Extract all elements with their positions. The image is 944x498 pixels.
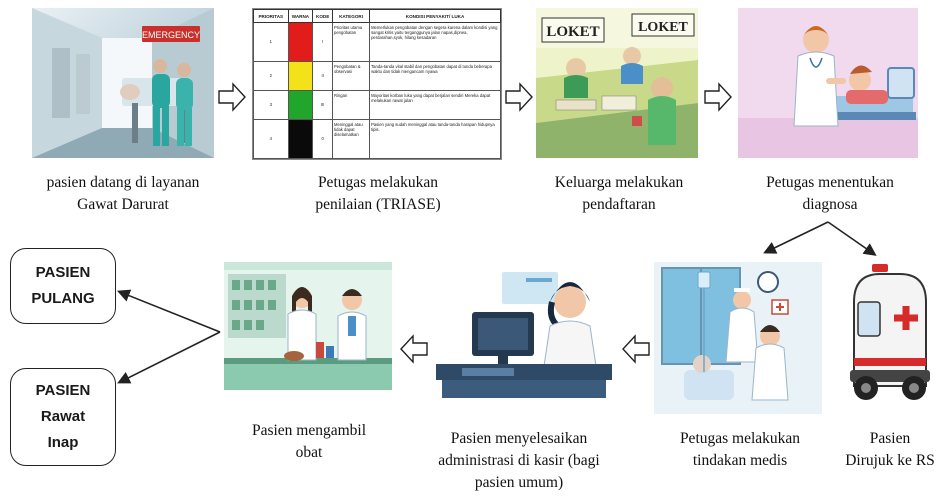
triage-table: PRIORITAS WARNA KODE KATEGORI KONDISI PE…: [253, 9, 501, 159]
triage-row: 4 0 Meninggal atau tidak dapat diselamat…: [253, 118, 501, 159]
triage-cell-prioritas: 2: [253, 61, 289, 91]
triage-cell-kode: I: [312, 21, 334, 63]
step4-caption-line2: diagnosa: [802, 196, 858, 213]
triage-row: 3 III Ringan Mayoritas korban luka yang …: [253, 89, 501, 120]
emergency-sign-text: EMERGENCY: [142, 30, 200, 40]
step1-caption-line2: Gawat Darurat: [77, 196, 169, 213]
emergency-sign: [142, 26, 200, 42]
triage-header-prioritas: PRIORITAS: [253, 9, 289, 23]
hollow-right-arrow-icon: [505, 82, 533, 112]
triage-row: 1 I Prioritas utama pengobatan Memerluka…: [253, 21, 501, 63]
triage-cell-kondisi: Memerlukan pengobatan dengan segera kare…: [369, 21, 501, 63]
triage-header-row: PRIORITAS WARNA KODE KATEGORI KONDISI PE…: [253, 9, 501, 23]
step7-caption: Pasien menyelesaikan administrasi di kas…: [408, 428, 630, 494]
step8-caption-line2: obat: [295, 444, 323, 461]
triage-cell-kode: 0: [312, 118, 334, 159]
hollow-left-arrow-icon: [622, 334, 650, 364]
step7-caption-line1: Pasien menyelesaikan: [450, 430, 588, 447]
step5-caption-line1: Pasien: [869, 430, 911, 447]
triage-header-kondisi: KONDISI PENYAKIT/ LUKA: [369, 9, 501, 23]
step5-caption-line2: Dirujuk ke RS: [845, 452, 935, 469]
ambulance-icon: [844, 262, 934, 414]
outcome-box-pulang: PASIEN PULANG: [10, 248, 116, 324]
outcome-pulang-line2: PULANG: [31, 290, 95, 307]
hollow-left-arrow-icon: [400, 334, 428, 364]
triage-header-warna: WARNA: [287, 9, 314, 23]
triage-cell-kategori: Prioritas utama pengobatan: [332, 21, 371, 63]
step7-caption-line3: pasien umum): [474, 474, 564, 491]
step1-caption-line1: pasien datang di layanan: [46, 174, 200, 191]
arrow-right-3: [704, 82, 732, 112]
outcome-box-rawat-inap: PASIEN Rawat Inap: [10, 368, 116, 466]
triage-table-image: PRIORITAS WARNA KODE KATEGORI KONDISI PE…: [252, 8, 502, 160]
step8-caption-line1: Pasien mengambil: [251, 422, 367, 439]
outcome-rawat-inap-line2: Rawat: [40, 408, 86, 425]
step3-caption-line1: Keluarga melakukan: [554, 174, 684, 191]
diagnosis-split-arrows: [763, 221, 877, 256]
triage-color-red: [287, 21, 314, 63]
triage-cell-kategori: Meninggal atau tidak dapat diselamatkan: [332, 118, 371, 159]
step2-caption-line2: penilaian (TRIASE): [315, 196, 441, 213]
step5-caption: Pasien Dirujuk ke RS: [836, 428, 944, 472]
triage-cell-kode: II: [312, 61, 334, 91]
pharmacy-image: [224, 262, 392, 390]
emergency-corridor-image: EMERGENCY: [32, 8, 214, 158]
triage-cell-kondisi: Mayoritas korban luka yang dapat berjala…: [369, 89, 501, 120]
pharmacy-illustration: [224, 262, 392, 390]
diagnosis-image: [738, 8, 918, 158]
triage-color-yellow: [287, 61, 314, 91]
triage-cell-kategori: Ringan: [332, 89, 371, 120]
doctor-diagnosis-illustration: [738, 8, 918, 158]
loket-sign-2: LOKET: [638, 20, 688, 35]
outcome-split-arrows: [117, 289, 221, 384]
medical-treatment-image: [654, 262, 822, 414]
arrow-to-referral: [827, 221, 877, 256]
outcome-rawat-inap-line1: PASIEN: [35, 382, 91, 399]
step3-caption: Keluarga melakukan pendaftaran: [528, 172, 710, 216]
step1-caption: pasien datang di layanan Gawat Darurat: [18, 172, 228, 216]
outcome-pulang-line1: PASIEN: [35, 264, 91, 281]
arrow-to-rawat-inap: [117, 331, 221, 384]
ambulance-image: [844, 262, 934, 414]
arrow-to-treatment: [763, 221, 829, 254]
medical-treatment-illustration: [654, 262, 822, 414]
step6-caption-line1: Petugas melakukan: [679, 430, 801, 447]
hollow-right-arrow-icon: [218, 82, 246, 112]
triage-cell-kategori: Pengobatan & observasi: [332, 61, 371, 91]
step7-caption-line2: administrasi di kasir (bagi: [438, 452, 600, 469]
hollow-right-arrow-icon: [704, 82, 732, 112]
triage-color-green: [287, 89, 314, 120]
step2-caption-line1: Petugas melakukan: [317, 174, 439, 191]
triage-color-black: [287, 118, 314, 159]
triage-cell-prioritas: 3: [253, 89, 289, 120]
triage-cell-kode: III: [312, 89, 334, 120]
step6-caption-line2: tindakan medis: [692, 452, 788, 469]
step4-caption: Petugas menentukan diagnosa: [732, 172, 928, 216]
arrow-left-1: [622, 334, 650, 364]
arrow-to-pulang: [117, 289, 221, 333]
loket-image: LOKET LOKET: [536, 8, 698, 158]
triage-cell-kondisi: Tanda-tanda vital stabil dan pengobatan …: [369, 61, 501, 91]
step2-caption: Petugas melakukan penilaian (TRIASE): [262, 172, 494, 216]
arrow-right-1: [218, 82, 246, 112]
triage-cell-kondisi: Pasien yang sudah meninggal atau tanda-t…: [369, 118, 501, 159]
triage-header-kode: KODE: [312, 9, 334, 23]
triage-cell-prioritas: 1: [253, 21, 289, 63]
arrow-right-2: [505, 82, 533, 112]
triage-cell-prioritas: 4: [253, 118, 289, 159]
step6-caption: Petugas melakukan tindakan medis: [648, 428, 832, 472]
step8-caption: Pasien mengambil obat: [198, 420, 420, 464]
triage-header-kategori: KATEGORI: [332, 9, 371, 23]
cashier-illustration: [432, 262, 616, 402]
step3-caption-line2: pendaftaran: [582, 196, 656, 213]
step4-caption-line1: Petugas menentukan: [766, 174, 894, 191]
cashier-image: [432, 262, 616, 402]
emergency-corridor-illustration: EMERGENCY: [32, 8, 214, 158]
loket-sign-1: LOKET: [546, 24, 599, 40]
triage-row: 2 II Pengobatan & observasi Tanda-tanda …: [253, 61, 501, 91]
arrow-left-2: [400, 334, 428, 364]
loket-registration-illustration: LOKET LOKET: [536, 8, 698, 158]
outcome-rawat-inap-line3: Inap: [47, 434, 79, 451]
